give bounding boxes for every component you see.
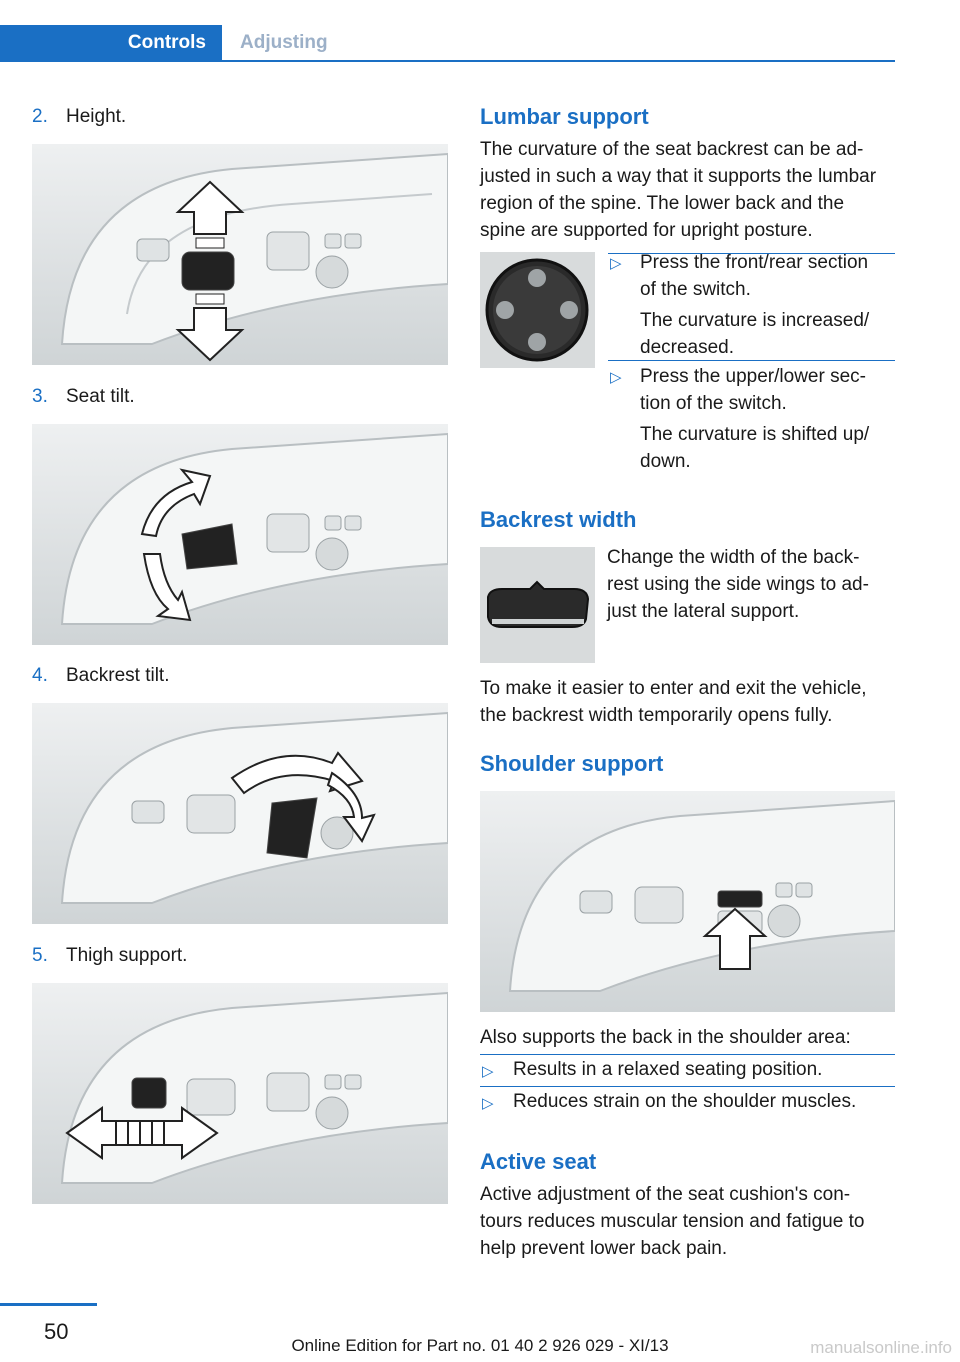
text-line: of the switch. — [640, 279, 751, 300]
text-line: To make it easier to enter and exit the … — [480, 678, 867, 699]
lumbar-bullet-1: Press the front/rear section of the swit… — [640, 249, 895, 361]
text-line: region of the spine. The lower back and … — [480, 193, 845, 214]
text-line: The curvature is increased/ — [640, 310, 870, 331]
divider — [608, 253, 895, 254]
active-seat-description: Active adjustment of the seat cushion's … — [480, 1181, 900, 1262]
footer-rule — [0, 1303, 97, 1306]
text-line: rest using the side wings to ad‐ — [607, 574, 869, 595]
text-line: down. — [640, 451, 691, 472]
edition-info: Online Edition for Part no. 01 40 2 926 … — [291, 1336, 669, 1355]
item-number: 5. — [32, 945, 48, 966]
active-seat-heading: Active seat — [480, 1149, 597, 1174]
tab-adjusting[interactable]: Adjusting — [240, 32, 328, 53]
text-line: decreased. — [640, 337, 735, 358]
backrest-width-description: Change the width of the back‐ rest using… — [607, 544, 897, 625]
bullet-triangle-icon: ▷ — [482, 1095, 494, 1112]
page-header: Controls Adjusting — [0, 25, 895, 62]
backrest-width-note: To make it easier to enter and exit the … — [480, 675, 900, 729]
text-line: tion of the switch. — [640, 393, 787, 414]
divider — [608, 360, 895, 361]
text-line: help prevent lower back pain. — [480, 1238, 728, 1259]
page-number: 50 — [44, 1319, 69, 1344]
shoulder-intro: Also supports the back in the shoulder a… — [480, 1027, 851, 1048]
seat-height-illustration — [32, 144, 448, 365]
backrest-width-switch-illustration — [480, 547, 595, 663]
text-line: The curvature is shifted up/ — [640, 424, 870, 445]
bullet-triangle-icon: ▷ — [610, 255, 622, 272]
divider — [480, 1054, 895, 1055]
text-line: The curvature of the seat backrest can b… — [480, 139, 864, 160]
bullet-triangle-icon: ▷ — [610, 369, 622, 386]
shoulder-support-illustration — [480, 791, 895, 1012]
watermark: manualsonline.info — [810, 1338, 952, 1357]
item-number: 2. — [32, 106, 48, 127]
divider — [480, 1086, 895, 1087]
bullet-triangle-icon: ▷ — [482, 1063, 494, 1080]
text-line: Change the width of the back‐ — [607, 547, 860, 568]
text-line: tours reduces muscular tension and fatig… — [480, 1211, 865, 1232]
text-line: Press the front/rear section — [640, 252, 869, 273]
text-line: spine are supported for upright posture. — [480, 220, 813, 241]
shoulder-bullet-2: Reduces strain on the shoulder muscles. — [513, 1091, 857, 1112]
shoulder-support-heading: Shoulder support — [480, 751, 664, 776]
lumbar-switch-illustration — [480, 252, 595, 368]
text-line: just the lateral support. — [607, 601, 800, 622]
shoulder-bullet-1: Results in a relaxed seating position. — [513, 1059, 823, 1080]
thigh-support-illustration — [32, 983, 448, 1204]
text-line: justed in such a way that it supports th… — [480, 166, 877, 187]
text-line: Press the upper/lower sec‐ — [640, 366, 866, 387]
item-label-thigh-support: Thigh support. — [66, 945, 188, 966]
seat-tilt-illustration — [32, 424, 448, 645]
backrest-width-heading: Backrest width — [480, 507, 637, 532]
item-label-seat-tilt: Seat tilt. — [66, 386, 135, 407]
item-number: 4. — [32, 665, 48, 686]
header-rule — [0, 60, 895, 62]
text-line: Active adjustment of the seat cushion's … — [480, 1184, 851, 1205]
lumbar-bullet-2: Press the upper/lower sec‐ tion of the s… — [640, 363, 895, 475]
text-line: the backrest width temporarily opens ful… — [480, 705, 833, 726]
lumbar-support-heading: Lumbar support — [480, 104, 649, 129]
lumbar-intro: The curvature of the seat backrest can b… — [480, 136, 900, 244]
tab-controls[interactable]: Controls — [0, 25, 222, 61]
item-label-height: Height. — [66, 106, 127, 127]
item-label-backrest-tilt: Backrest tilt. — [66, 665, 170, 686]
backrest-tilt-illustration — [32, 703, 448, 924]
item-number: 3. — [32, 386, 48, 407]
